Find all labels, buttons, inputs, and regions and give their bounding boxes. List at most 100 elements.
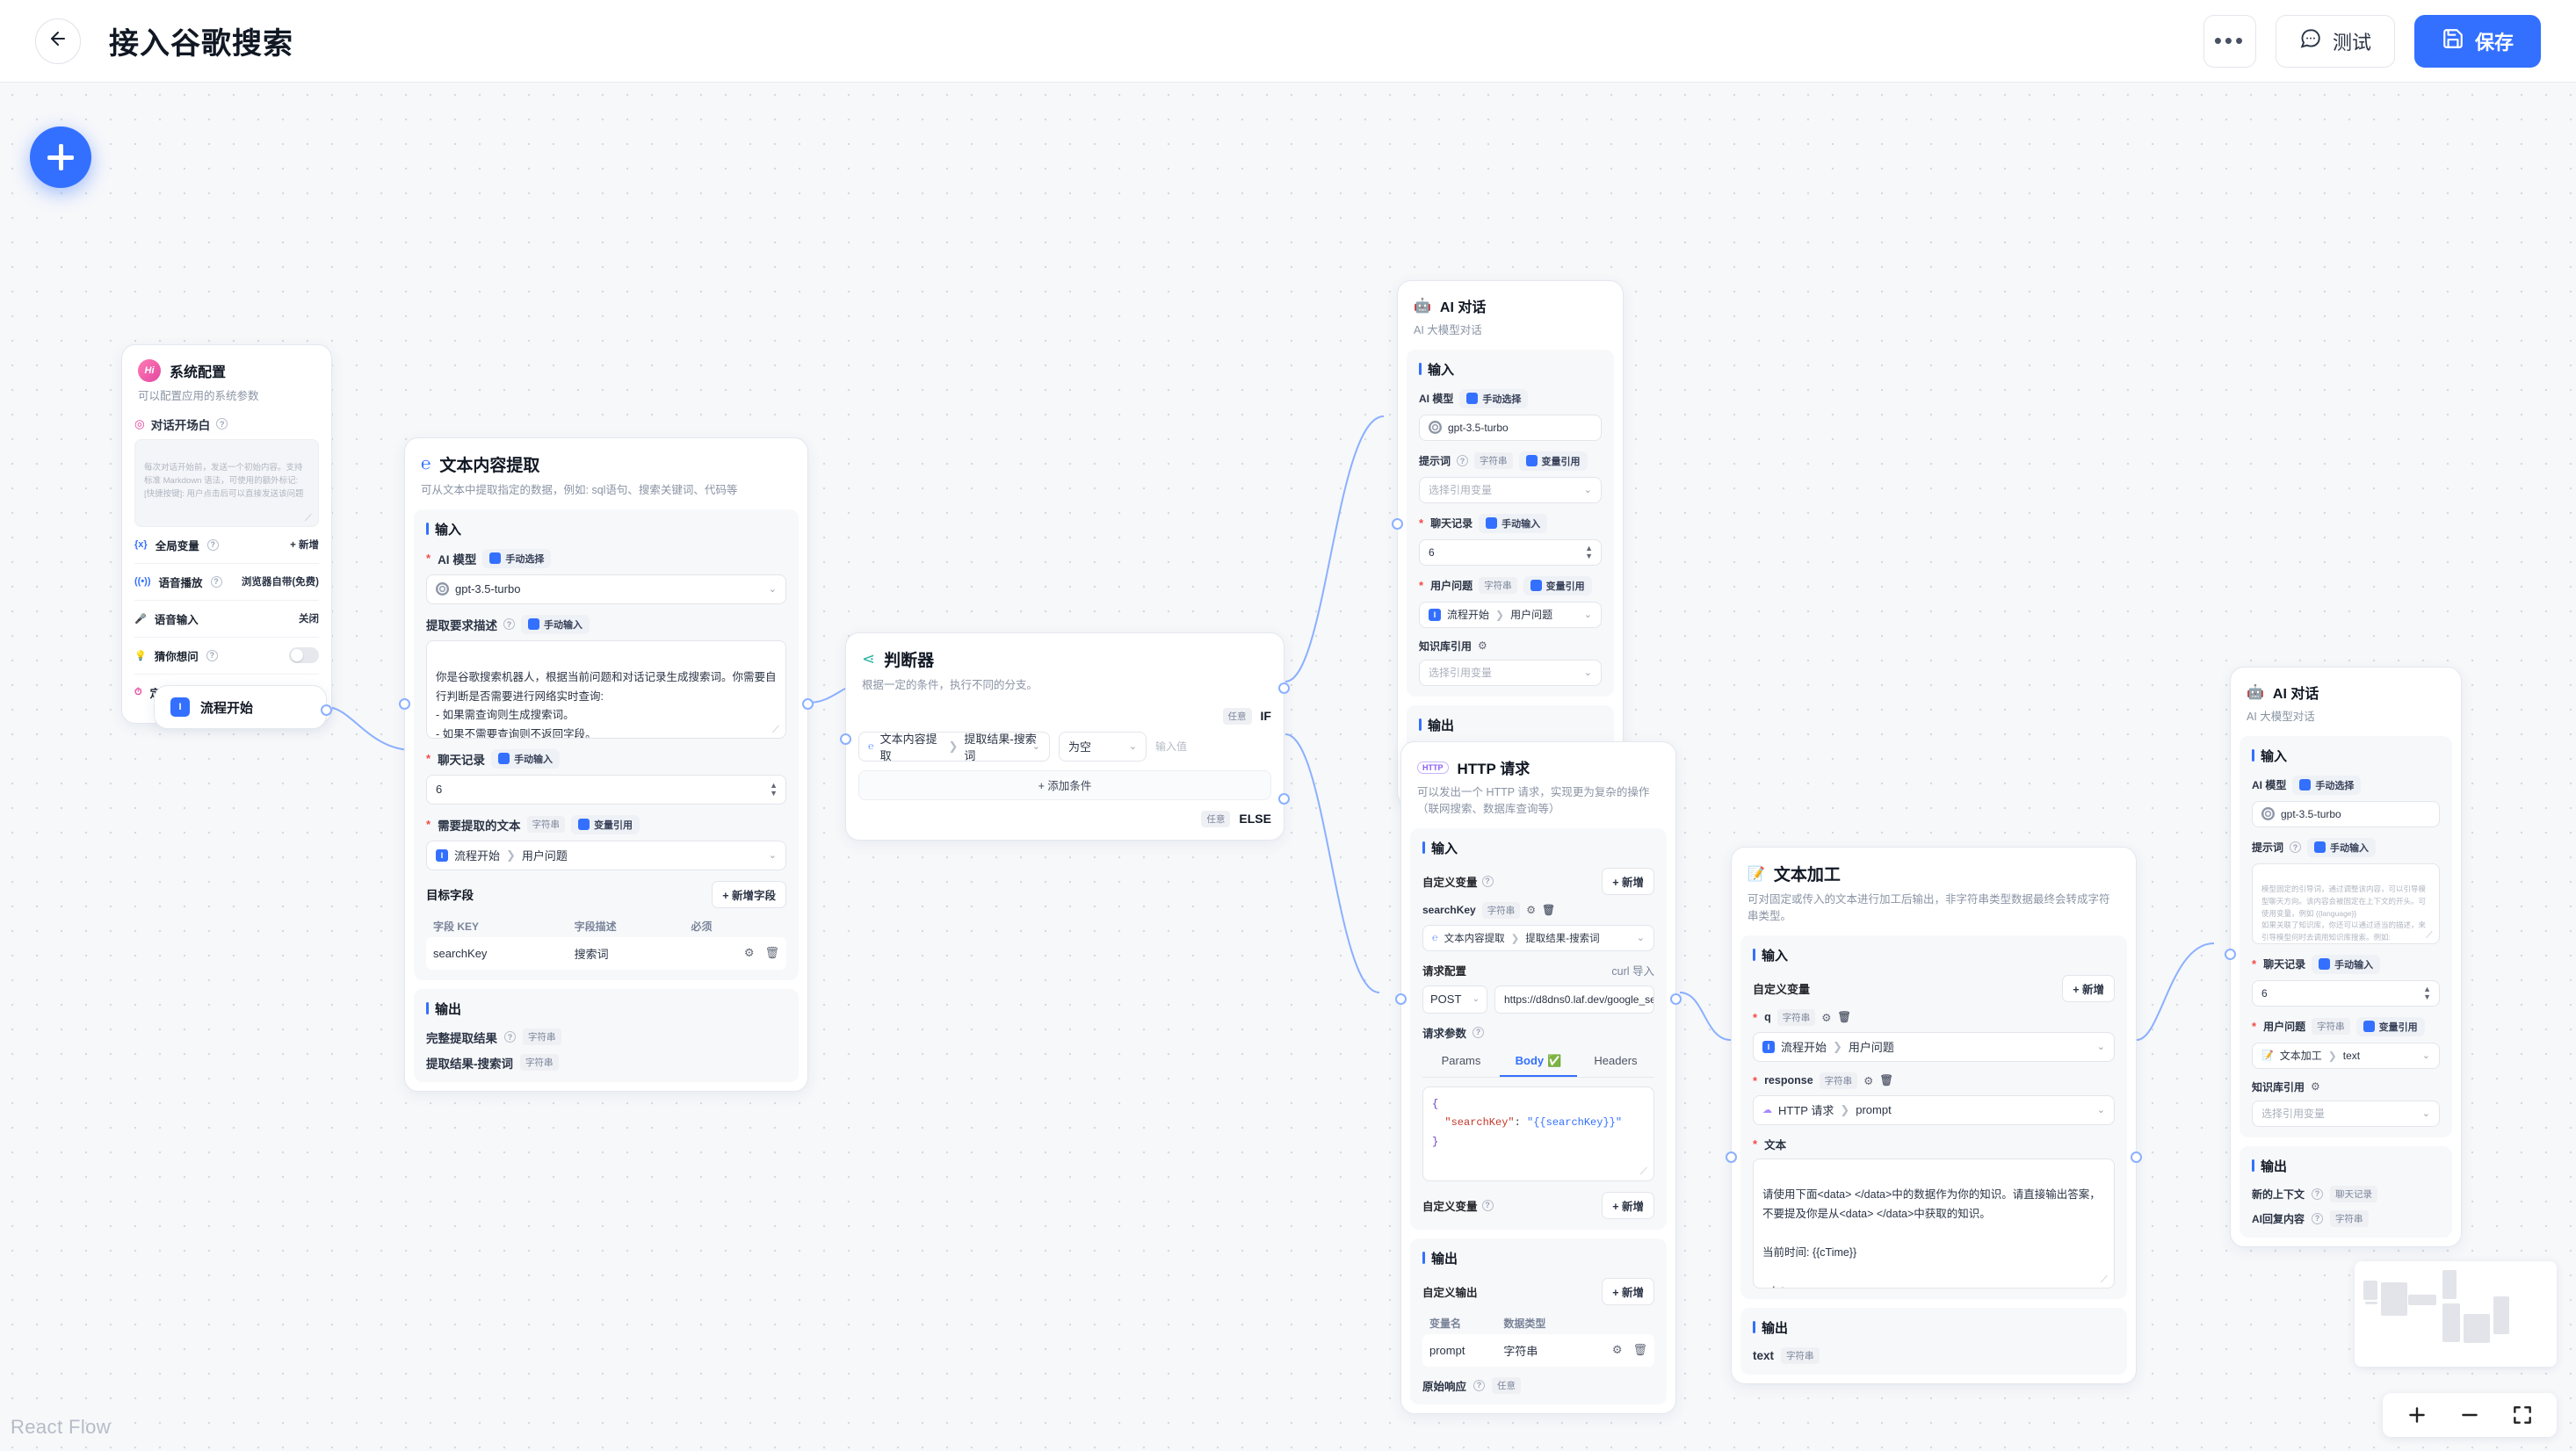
- stepper-arrows[interactable]: ▲▼: [1585, 543, 1593, 561]
- variable-ref-chip[interactable]: 变量引用: [1523, 575, 1592, 596]
- help-icon[interactable]: ?: [210, 575, 222, 588]
- guess-question-toggle[interactable]: [289, 647, 319, 664]
- node-http-request[interactable]: HTTP HTTP 请求 可以发出一个 HTTP 请求，实现更为复杂的操作（联网…: [1395, 741, 1682, 1414]
- tab-params[interactable]: Params: [1441, 1053, 1481, 1067]
- output-handle[interactable]: [321, 704, 332, 716]
- source-text-select[interactable]: 流程开始 ❯ 用户问题 ⌄: [426, 840, 786, 870]
- help-icon[interactable]: ?: [2312, 1188, 2324, 1200]
- resize-grip[interactable]: ⟋: [772, 724, 779, 735]
- history-count-input[interactable]: 6 ▲▼: [2252, 979, 2440, 1007]
- node-ai-chat-2[interactable]: 🤖 AI 对话 AI 大模型对话 输入 AI 模型 手动选择 gpt-3.5-t…: [2225, 667, 2462, 1247]
- variable-ref-chip[interactable]: 变量引用: [2355, 1016, 2425, 1036]
- settings-icon[interactable]: ⚙: [1611, 1343, 1623, 1356]
- ai-model-select[interactable]: gpt-3.5-turbo: [1419, 414, 1602, 441]
- table-row[interactable]: searchKey 搜索词 ⚙ 🗑: [426, 936, 786, 970]
- delete-icon[interactable]: 🗑: [764, 946, 779, 960]
- input-handle[interactable]: [1392, 518, 1403, 530]
- tab-headers[interactable]: Headers: [1594, 1053, 1638, 1067]
- node-text-process[interactable]: 📝 文本加工 可对固定或传入的文本进行加工后输出，非字符串类型数据最终会转成字符…: [1726, 847, 2142, 1384]
- zoom-in-icon[interactable]: [2406, 1404, 2428, 1426]
- manual-select-chip[interactable]: 手动选择: [482, 548, 552, 568]
- sysrow-guess-question[interactable]: 💡 猜你想问 ?: [134, 638, 319, 675]
- table-row[interactable]: prompt 字符串 ⚙🗑: [1422, 1333, 1654, 1367]
- output-handle-if[interactable]: [1278, 682, 1290, 694]
- search-key-select[interactable]: ℮ 文本内容提取 ❯ 提取结果-搜索词 ⌄: [1422, 924, 1654, 951]
- help-icon[interactable]: ?: [1473, 1026, 1485, 1038]
- add-output-button[interactable]: + 新增: [1602, 1277, 1654, 1305]
- settings-icon[interactable]: ⚙: [1821, 1011, 1832, 1024]
- input-handle[interactable]: [1726, 1151, 1737, 1163]
- add-variable-button[interactable]: + 新增: [1602, 867, 1654, 895]
- resize-grip[interactable]: ⟋: [2101, 1274, 2108, 1285]
- output-handle[interactable]: [2131, 1151, 2142, 1163]
- resize-grip[interactable]: ⟋: [2426, 929, 2433, 941]
- if-mode-tag[interactable]: 任意: [1222, 707, 1252, 725]
- delete-icon[interactable]: 🗑: [1879, 1073, 1894, 1086]
- opening-textarea[interactable]: 每次对话开始前，发送一个初始内容。支持标准 Markdown 语法，可使用的额外…: [134, 438, 319, 527]
- manual-input-chip[interactable]: 手动输入: [491, 748, 561, 769]
- minimap[interactable]: [2355, 1261, 2557, 1367]
- url-input[interactable]: https://d8dns0.laf.dev/google_search: [1494, 985, 1654, 1014]
- workflow-canvas[interactable]: Hi 系统配置 可以配置应用的系统参数 ◎ 对话开场白 ? 每次对话开始前，发送…: [0, 83, 2576, 1451]
- var-q-select[interactable]: 流程开始 ❯ 用户问题 ⌄: [1753, 1031, 2115, 1062]
- ai-model-select[interactable]: gpt-3.5-turbo: [2252, 800, 2440, 827]
- more-options-button[interactable]: •••: [2203, 14, 2256, 68]
- resize-grip[interactable]: ⟋: [1640, 1166, 1647, 1178]
- stepper-arrows[interactable]: ▲▼: [2423, 984, 2431, 1002]
- history-count-input[interactable]: 6 ▲▼: [1419, 538, 1602, 566]
- input-handle[interactable]: [1395, 993, 1407, 1005]
- node-system-config[interactable]: Hi 系统配置 可以配置应用的系统参数 ◎ 对话开场白 ? 每次对话开始前，发送…: [121, 344, 332, 724]
- delete-icon[interactable]: 🗑: [1632, 1343, 1647, 1356]
- add-variable-button-2[interactable]: + 新增: [1602, 1191, 1654, 1219]
- fit-view-icon[interactable]: [2511, 1404, 2534, 1426]
- help-icon[interactable]: ?: [1481, 875, 1494, 887]
- user-question-select[interactable]: 📝 文本加工 ❯ text ⌄: [2252, 1042, 2440, 1069]
- condition-operator-select[interactable]: 为空 ⌄: [1059, 731, 1147, 762]
- manual-select-chip[interactable]: 手动选择: [2292, 775, 2362, 795]
- condition-variable-select[interactable]: ℮ 文本内容提取 ❯ 提取结果-搜索词 ⌄: [858, 731, 1050, 762]
- help-icon[interactable]: ?: [1473, 1379, 1486, 1391]
- else-mode-tag[interactable]: 任意: [1201, 810, 1231, 827]
- sysrow-voice-playback[interactable]: ((•)) 语音播放 ? 浏览器自带(免费): [134, 564, 319, 601]
- prompt-textarea[interactable]: 模型固定的引导词，通过调整该内容，可以引导模型聊天方向。该内容会被固定在上下文的…: [2252, 863, 2440, 944]
- manual-input-chip[interactable]: 手动输入: [521, 614, 590, 634]
- help-icon[interactable]: ?: [2290, 841, 2302, 854]
- output-handle[interactable]: [1670, 993, 1682, 1005]
- add-node-button[interactable]: [30, 126, 91, 188]
- delete-icon[interactable]: 🗑: [1837, 1010, 1852, 1023]
- manual-input-chip[interactable]: 手动输入: [1479, 513, 1548, 533]
- settings-icon[interactable]: ⚙: [1478, 639, 1487, 653]
- request-body-editor[interactable]: { "searchKey": "{{searchKey}}" } ⟋: [1422, 1086, 1654, 1181]
- history-count-input[interactable]: 6 ▲▼: [426, 774, 786, 805]
- add-condition-button[interactable]: + 添加条件: [858, 769, 1271, 800]
- stepper-arrows[interactable]: ▲▼: [770, 780, 778, 798]
- help-icon[interactable]: ?: [206, 538, 219, 551]
- node-text-extract[interactable]: ℮ 文本内容提取 可从文本中提取指定的数据，例如: sql语句、搜索关键词、代码…: [399, 437, 814, 1092]
- variable-ref-chip[interactable]: 变量引用: [1518, 451, 1588, 471]
- manual-input-chip[interactable]: 手动输入: [2307, 837, 2377, 857]
- settings-icon[interactable]: ⚙: [743, 946, 755, 960]
- help-icon[interactable]: ?: [1457, 455, 1469, 467]
- zoom-out-icon[interactable]: [2458, 1404, 2481, 1426]
- extract-prompt-textarea[interactable]: 你是谷歌搜索机器人，根据当前问题和对话记录生成搜索词。你需要自行判断是否需要进行…: [426, 639, 786, 739]
- help-icon[interactable]: ?: [216, 418, 228, 430]
- settings-icon[interactable]: ⚙: [1863, 1074, 1874, 1087]
- variable-ref-chip[interactable]: 变量引用: [571, 814, 640, 834]
- manual-select-chip[interactable]: 手动选择: [1459, 388, 1529, 408]
- node-ai-chat-1[interactable]: 🤖 AI 对话 AI 大模型对话 输入 AI 模型 手动选择 gpt-3.5-t…: [1392, 280, 1624, 806]
- output-handle-else[interactable]: [1278, 793, 1290, 805]
- prompt-variable-select[interactable]: 选择引用变量 ⌄: [1419, 476, 1602, 503]
- node-flow-start[interactable]: I 流程开始: [154, 685, 332, 729]
- condition-value-input[interactable]: 输入值: [1155, 740, 1188, 754]
- manual-input-chip[interactable]: 手动输入: [2312, 954, 2381, 974]
- knowledge-base-select[interactable]: 选择引用变量 ⌄: [1419, 659, 1602, 686]
- text-template-textarea[interactable]: 请使用下面<data> </data>中的数据作为你的知识。请直接输出答案，不要…: [1753, 1158, 2115, 1289]
- ai-model-select[interactable]: gpt-3.5-turbo ⌄: [426, 574, 786, 604]
- user-question-select[interactable]: 流程开始 ❯ 用户问题 ⌄: [1419, 601, 1602, 628]
- test-button[interactable]: 测试: [2275, 14, 2395, 68]
- input-handle[interactable]: [399, 698, 410, 710]
- resize-grip[interactable]: ⟋: [305, 512, 312, 523]
- tab-body[interactable]: Body✅: [1500, 1047, 1577, 1077]
- help-icon[interactable]: ?: [504, 1031, 516, 1043]
- var-response-select[interactable]: ☁ HTTP 请求 ❯ prompt ⌄: [1753, 1094, 2115, 1125]
